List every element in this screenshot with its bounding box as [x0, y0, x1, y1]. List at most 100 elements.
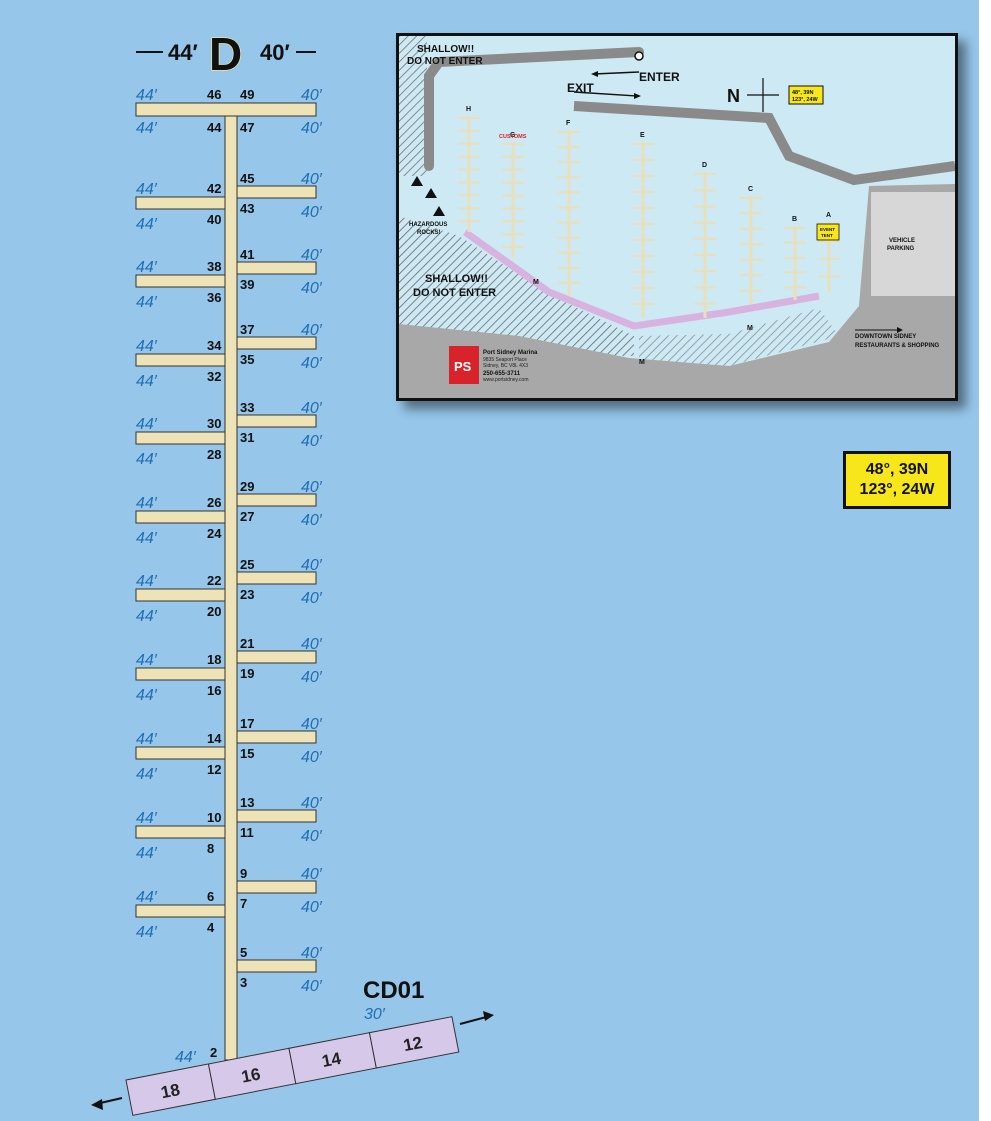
right-finger-10: [236, 959, 317, 973]
coordinates-line1: 48°, 39N: [865, 461, 929, 478]
coordinates-line2: 123°, 24W: [859, 481, 935, 498]
header-right-length: 40′: [260, 40, 290, 65]
len-top-left-above: 44′: [136, 87, 158, 104]
slip-right-above-2: 37: [240, 322, 254, 337]
left-finger-3: [135, 431, 226, 445]
event-tent-box: [816, 223, 840, 241]
slip-right-below-5: 23: [240, 587, 254, 602]
slip-left-below-7: 12: [207, 762, 221, 777]
len-right-below-4: 40′: [301, 512, 323, 529]
slip-right-above-0: 45: [240, 171, 254, 186]
cd-slip-14: 14: [320, 1049, 343, 1071]
inset-coord-tag: [788, 85, 824, 105]
len-right-above-6: 40′: [301, 636, 323, 653]
compass-icon: [747, 78, 779, 112]
slip-right-above-3: 33: [240, 400, 254, 415]
cd-slip-box-12: [368, 1016, 460, 1069]
slip-right-below-10: 3: [240, 975, 247, 990]
inset-dock-letter-6: B: [792, 216, 797, 223]
shallow-area-south: [639, 308, 839, 366]
slip-left-above-8: 10: [207, 810, 221, 825]
slip-right-below-8: 11: [240, 825, 254, 840]
left-finger-8: [135, 825, 226, 839]
left-finger-2: [135, 353, 226, 367]
slip-right-below-0: 43: [240, 201, 254, 216]
slip-right-below-4: 27: [240, 509, 254, 524]
right-finger-1: [236, 261, 317, 275]
enter-label: ENTER: [639, 70, 680, 84]
east-breakwater: [573, 101, 955, 186]
len-left-above-1: 44′: [136, 259, 158, 276]
len-left-below-9: 44′: [136, 924, 158, 941]
slip-left-above-2: 34: [207, 338, 222, 353]
cd-slip-12: 12: [402, 1033, 424, 1055]
shallow-bottom-line2: DO NOT ENTER: [413, 287, 496, 299]
shallow-top-line2: DO NOT ENTER: [407, 56, 483, 67]
slip-left-above-1: 38: [207, 259, 221, 274]
page-margin: [979, 0, 991, 1121]
vehicle-parking-line2: PARKING: [887, 246, 915, 252]
len-right-below-0: 40′: [301, 204, 323, 221]
slip-left-above-7: 14: [207, 731, 222, 746]
slip-right-above-8: 13: [240, 795, 254, 810]
left-finger-0: [135, 196, 226, 210]
north-breakwater: [424, 47, 644, 171]
right-finger-4: [236, 493, 317, 507]
len-right-above-4: 40′: [301, 479, 323, 496]
len-left-above-5: 44′: [136, 573, 158, 590]
len-left-below-6: 44′: [136, 687, 158, 704]
len-right-below-6: 40′: [301, 669, 323, 686]
slip-left-below-6: 16: [207, 683, 221, 698]
len-top-right-above: 40′: [301, 87, 323, 104]
hazard-label-line2: ROCKS!: [417, 230, 441, 236]
len-left-above-6: 44′: [136, 652, 158, 669]
len-left-below-1: 44′: [136, 294, 158, 311]
len-right-above-5: 40′: [301, 557, 323, 574]
slip-left-above-9: 6: [207, 889, 214, 904]
len-right-below-3: 40′: [301, 433, 323, 450]
len-top-left-below: 44′: [136, 120, 158, 137]
slip-right-above-6: 21: [240, 636, 254, 651]
slip-top-left-below: 44: [207, 120, 222, 135]
exit-label: EXIT: [567, 81, 594, 95]
land-area: [399, 184, 955, 398]
marina-info-address: 9835 Seaport Place: [483, 357, 527, 363]
len-right-below-10: 40′: [301, 978, 323, 995]
len-left-below-3: 44′: [136, 451, 158, 468]
len-right-above-8: 40′: [301, 795, 323, 812]
marina-info-web: www.portsidney.com: [483, 377, 528, 383]
downtown-line1: DOWNTOWN SIDNEY: [855, 334, 916, 340]
right-fingers: 454340′40′413940′40′373540′40′333140′40′…: [236, 171, 323, 995]
slip-left-below-5: 20: [207, 604, 221, 619]
len-right-below-5: 40′: [301, 590, 323, 607]
slip-right-above-7: 17: [240, 716, 254, 731]
right-finger-0: [236, 185, 317, 199]
slip-right-above-4: 29: [240, 479, 254, 494]
right-finger-3: [236, 414, 317, 428]
customs-label: CUSTOMS: [499, 134, 527, 140]
header-left-length: 44′: [168, 40, 198, 65]
len-left-above-0: 44′: [136, 181, 158, 198]
inset-dock-letter-3: E: [640, 132, 645, 139]
slip-left-above-0: 42: [207, 181, 221, 196]
top-t-finger: [135, 102, 317, 117]
inset-dock-letter-5: C: [748, 186, 753, 193]
slip-top-right-above: 49: [240, 87, 254, 102]
right-finger-5: [236, 571, 317, 585]
slip-right-below-6: 19: [240, 666, 254, 681]
enter-arrow-icon: [593, 71, 640, 75]
inset-coord-line2: 123°, 24W: [792, 97, 819, 103]
len-left-above-9: 44′: [136, 889, 158, 906]
len-left-above-7: 44′: [136, 731, 158, 748]
arrow-left-icon: [91, 1097, 123, 1110]
dock-letter: D: [209, 28, 242, 80]
marina-info-name: Port Sidney Marina: [483, 350, 538, 356]
len-left-below-4: 44′: [136, 530, 158, 547]
left-finger-6: [135, 667, 226, 681]
arrow-right-icon: [459, 1011, 494, 1025]
len-left-below-5: 44′: [136, 608, 158, 625]
coordinates-box: 48°, 39N 123°, 24W: [843, 451, 951, 509]
len-left-below-7: 44′: [136, 766, 158, 783]
